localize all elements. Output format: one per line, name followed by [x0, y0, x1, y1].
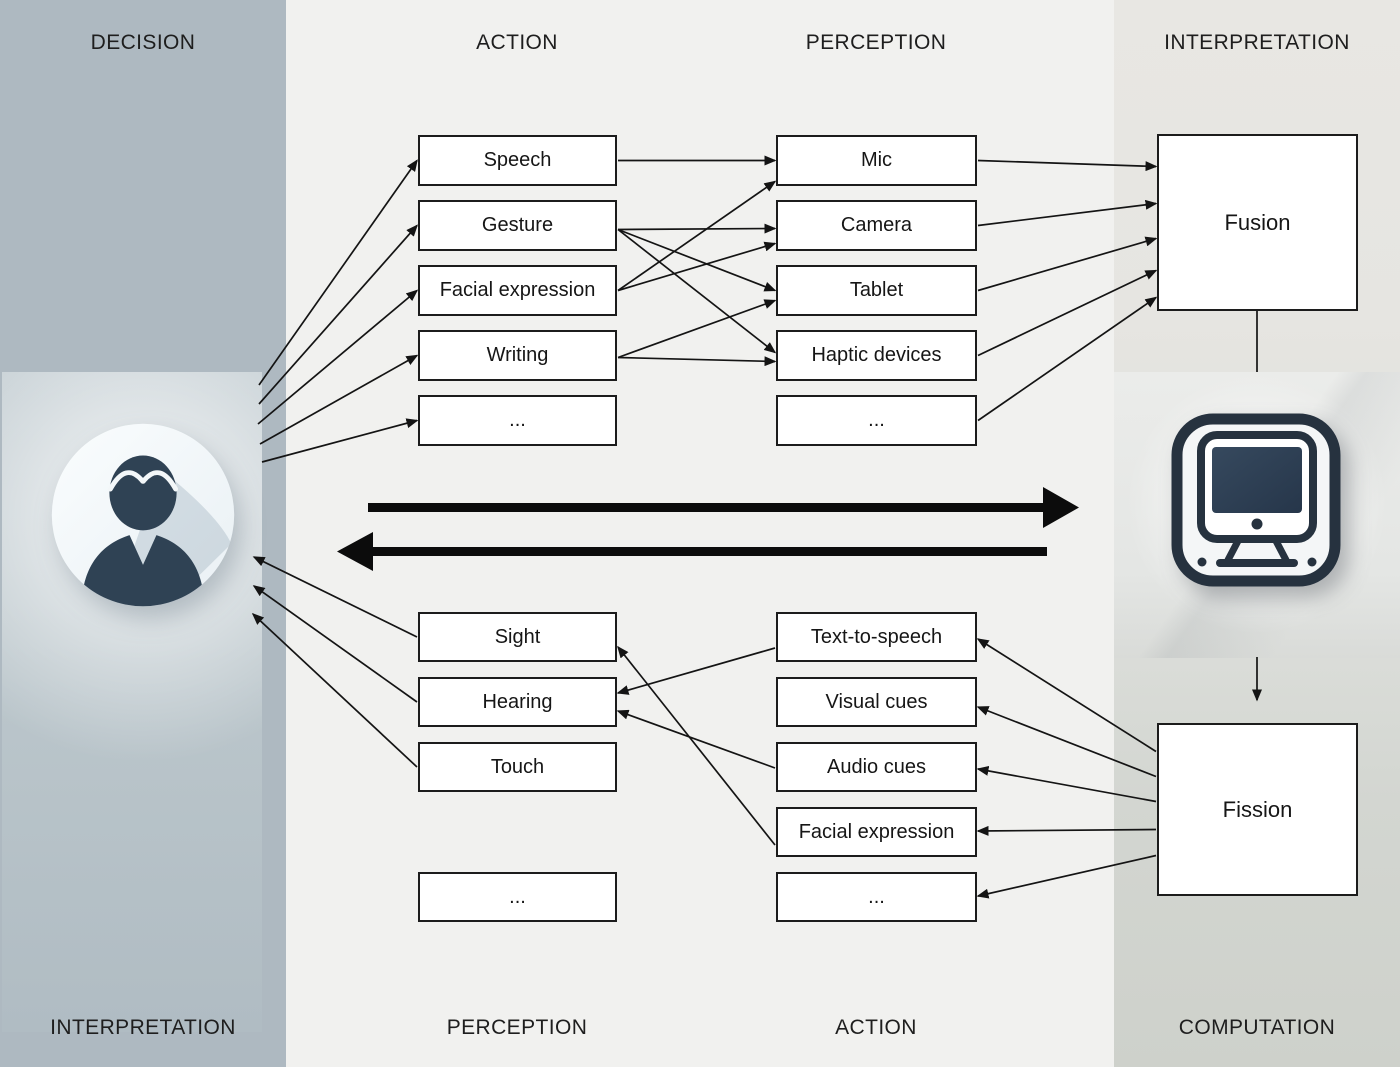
box-label: Facial expression — [439, 279, 596, 301]
person-avatar-icon — [47, 419, 239, 611]
box-label: Camera — [840, 214, 913, 236]
header-perception-top: PERCEPTION — [805, 31, 947, 54]
box-label: Facial expression — [798, 820, 955, 843]
box-mic: Mic — [776, 135, 977, 186]
person-avatar-graphic — [51, 423, 235, 607]
box-facial-expression: Facial expression — [418, 265, 617, 316]
box-label: Writing — [486, 344, 549, 366]
box-speech: Speech — [418, 135, 617, 186]
box-sight: Sight — [418, 612, 617, 662]
box-label: Text-to-speech — [810, 625, 943, 648]
forward-bus-arrow — [368, 487, 1079, 528]
box-label: ... — [868, 885, 885, 908]
fission-label: Fission — [1222, 796, 1293, 822]
footer-computation: COMPUTATION — [1178, 1016, 1336, 1039]
footer-interpretation: INTERPRETATION — [50, 1016, 236, 1039]
box-text-to-speech: Text-to-speech — [776, 612, 977, 662]
connector-line — [616, 709, 776, 769]
box-ellipsis: ... — [418, 395, 617, 446]
box-label: Mic — [860, 149, 893, 171]
header-interpretation-top: INTERPRETATION — [1164, 31, 1350, 54]
computer-icon-graphic — [1171, 413, 1341, 587]
box-camera: Camera — [776, 200, 977, 251]
box-label: ... — [868, 409, 885, 431]
fusion-label: Fusion — [1224, 209, 1291, 235]
box-haptic-devices: Haptic devices — [776, 330, 977, 381]
box-label: ... — [509, 409, 526, 431]
box-label: Tablet — [849, 279, 904, 301]
box-tablet: Tablet — [776, 265, 977, 316]
connector-line — [617, 223, 777, 234]
connector-line — [617, 356, 777, 367]
backward-bus-arrow — [337, 532, 1047, 571]
box-hearing: Hearing — [418, 677, 617, 727]
computer-icon — [1171, 413, 1341, 587]
header-action-top: ACTION — [476, 31, 558, 54]
connector-line — [617, 228, 777, 354]
box-visual-cues: Visual cues — [776, 677, 977, 727]
box-label: Sight — [494, 625, 541, 648]
box-label: ... — [509, 885, 526, 908]
fission-box: Fission — [1157, 723, 1358, 896]
box-label: Visual cues — [825, 690, 928, 713]
box-facial-expression: Facial expression — [776, 807, 977, 857]
connector-line — [617, 241, 777, 292]
connector-line — [617, 228, 777, 292]
box-label: Gesture — [481, 214, 554, 236]
box-label: Audio cues — [827, 755, 926, 778]
box-audio-cues: Audio cues — [776, 742, 977, 792]
box-writing: Writing — [418, 330, 617, 381]
box-gesture: Gesture — [418, 200, 617, 251]
box-label: Touch — [490, 755, 545, 778]
connector-line — [617, 180, 777, 292]
footer-action: ACTION — [835, 1016, 917, 1039]
box-ellipsis: ... — [418, 872, 617, 922]
fusion-box: Fusion — [1157, 134, 1358, 311]
box-label: Haptic devices — [811, 344, 942, 366]
box-touch: Touch — [418, 742, 617, 792]
header-decision: DECISION — [90, 31, 196, 54]
box-label: Speech — [483, 149, 552, 171]
box-ellipsis: ... — [776, 872, 977, 922]
connector-line — [617, 645, 776, 846]
box-ellipsis: ... — [776, 395, 977, 446]
connector-line — [616, 647, 776, 695]
box-label: Hearing — [482, 690, 553, 713]
connector-line — [617, 299, 777, 359]
footer-perception: PERCEPTION — [446, 1016, 588, 1039]
